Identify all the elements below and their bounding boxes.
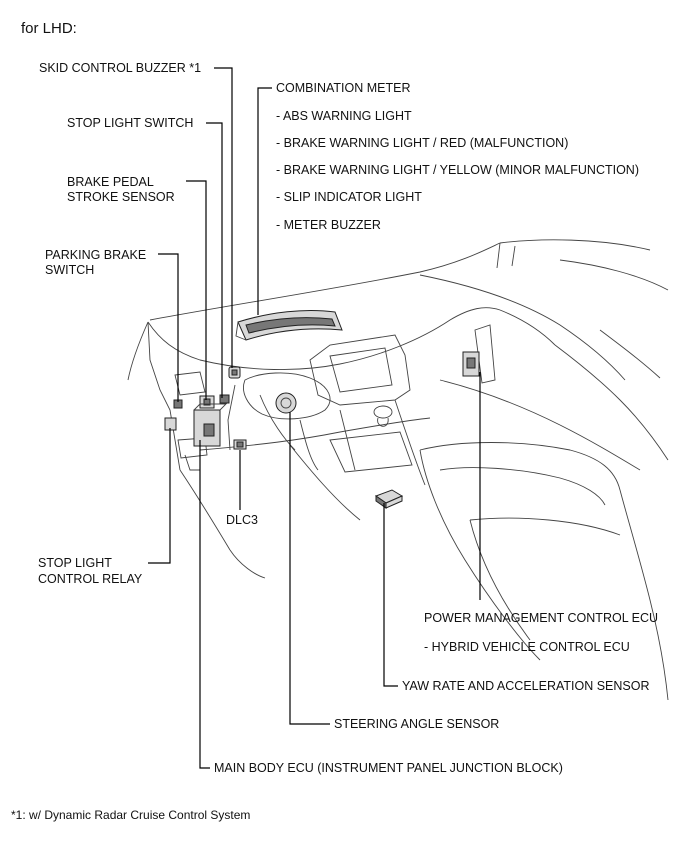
label-dlc3: DLC3 [226, 513, 258, 527]
footnote: *1: w/ Dynamic Radar Cruise Control Syst… [11, 808, 251, 822]
label-abs-warning-light: - ABS WARNING LIGHT [276, 109, 412, 123]
label-stop-light-switch: STOP LIGHT SWITCH [67, 116, 194, 130]
brake-pedal-stroke-sensor-part [199, 395, 215, 409]
leader-lines [148, 67, 481, 769]
dlc3-part [233, 439, 247, 450]
label-main-body-ecu: MAIN BODY ECU (INSTRUMENT PANEL JUNCTION… [214, 761, 563, 775]
label-slip-indicator-light: - SLIP INDICATOR LIGHT [276, 190, 422, 204]
label-brake-warning-yellow: - BRAKE WARNING LIGHT / YELLOW (MINOR MA… [276, 163, 639, 177]
label-power-management-control-ecu: POWER MANAGEMENT CONTROL ECU [424, 611, 659, 625]
label-steering-angle-sensor: STEERING ANGLE SENSOR [334, 717, 500, 731]
label-yaw-rate-sensor: YAW RATE AND ACCELERATION SENSOR [402, 679, 650, 693]
label-meter-buzzer: - METER BUZZER [276, 218, 381, 232]
main-body-ecu-part [193, 403, 228, 447]
power-management-ecu-part [462, 351, 480, 377]
yaw-rate-sensor-part [374, 489, 404, 509]
label-brake-pedal-stroke-sensor-1: BRAKE PEDAL [67, 175, 154, 189]
label-hybrid-vehicle-control-ecu: - HYBRID VEHICLE CONTROL ECU [424, 640, 630, 654]
combination-meter-part [235, 310, 343, 341]
label-combination-meter: COMBINATION METER [276, 81, 411, 95]
label-parking-brake-switch-1: PARKING BRAKE [45, 248, 147, 262]
page-heading: for LHD: [21, 20, 77, 37]
skid-control-buzzer-part [228, 366, 241, 379]
dashboard-outline [127, 239, 669, 701]
stop-light-switch-part [219, 394, 230, 404]
label-parking-brake-switch-2: SWITCH [45, 263, 95, 277]
steering-angle-sensor-part [275, 392, 297, 414]
label-brake-warning-red: - BRAKE WARNING LIGHT / RED (MALFUNCTION… [276, 136, 569, 150]
label-stop-light-control-relay-1: STOP LIGHT [38, 556, 112, 570]
label-stop-light-control-relay-2: CONTROL RELAY [38, 572, 143, 586]
label-brake-pedal-stroke-sensor-2: STROKE SENSOR [67, 190, 175, 204]
label-skid-control-buzzer: SKID CONTROL BUZZER *1 [39, 61, 202, 75]
